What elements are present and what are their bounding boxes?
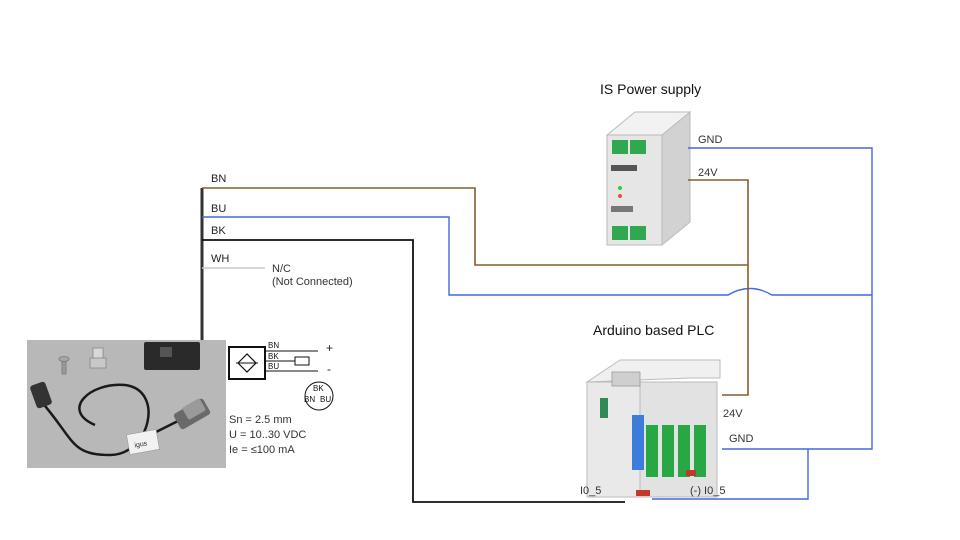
wire-wh-label: WH xyxy=(211,253,230,265)
spec-sn: Sn = 2.5 mm xyxy=(229,414,292,426)
plc-image xyxy=(585,359,721,498)
wires xyxy=(200,147,873,503)
wire-bu-label: BU xyxy=(211,203,227,215)
connector-bn-label: BN xyxy=(304,395,316,404)
symbol-bu-label: BU xyxy=(268,362,280,371)
psu-24v-label: 24V xyxy=(698,167,718,179)
nc-note: (Not Connected) xyxy=(272,276,353,288)
spec-ie: Ie = ≤100 mA xyxy=(229,444,295,456)
plc-i0-5-label: I0_5 xyxy=(580,485,602,497)
symbol-minus-label: - xyxy=(327,362,331,376)
sensor-photo: igus xyxy=(27,340,226,468)
wire-bk xyxy=(202,239,625,503)
plc-title: Arduino based PLC xyxy=(593,322,715,338)
wire-bn-label: BN xyxy=(211,173,227,185)
psu-gnd-label: GND xyxy=(698,134,723,146)
connector-bu-label: BU xyxy=(320,395,332,404)
wire-psu-24v xyxy=(688,179,749,396)
spec-u: U = 10..30 VDC xyxy=(229,429,307,441)
nc-label: N/C xyxy=(272,263,291,275)
wire-bu xyxy=(202,216,872,296)
wire-bk-label: BK xyxy=(211,225,226,237)
wire-neg-i0-5 xyxy=(652,449,809,500)
power-supply-title: IS Power supply xyxy=(600,81,702,97)
power-supply-image xyxy=(605,110,692,247)
plc-neg-i0-5-label: (-) I0_5 xyxy=(690,485,726,497)
wire-psu-gnd xyxy=(688,147,873,450)
symbol-bn-label: BN xyxy=(268,341,280,350)
symbol-bk-label: BK xyxy=(268,352,279,361)
connector-bk-label: BK xyxy=(313,384,324,393)
wire-bn xyxy=(202,187,748,266)
symbol-plus-label: + xyxy=(326,341,334,355)
plc-gnd-label: GND xyxy=(729,433,754,445)
svg-text:igus: igus xyxy=(134,440,148,449)
sensor-symbol xyxy=(228,346,334,411)
plc-24v-label: 24V xyxy=(723,408,743,420)
